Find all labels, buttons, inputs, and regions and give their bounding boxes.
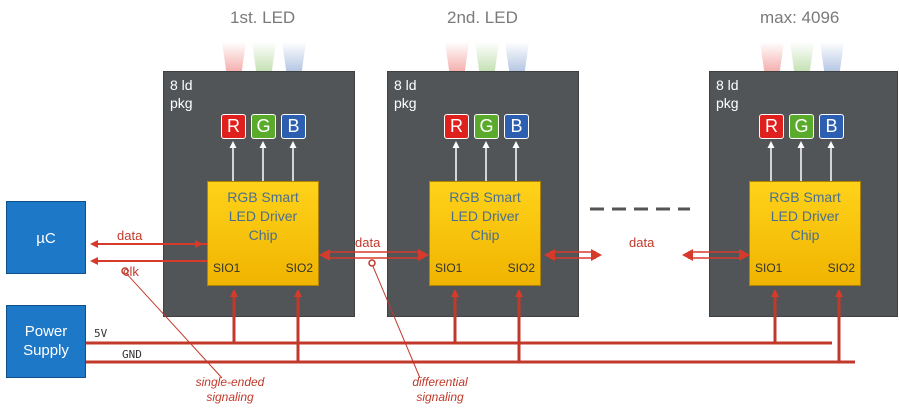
clk-label: clk <box>123 264 139 279</box>
blue-emitter: B <box>281 114 306 139</box>
bus-label-gnd: GND <box>122 348 142 361</box>
pin-sio1: SIO1 <box>213 261 241 275</box>
led-title-1: 1st. LED <box>230 8 296 27</box>
pin-sio2: SIO2 <box>285 261 313 275</box>
data-label-differential: data <box>355 235 381 250</box>
red-emitter: R <box>444 114 469 139</box>
red-emitter: R <box>759 114 784 139</box>
pin-sio2: SIO2 <box>507 261 535 275</box>
microcontroller-box: µC <box>6 201 86 274</box>
red-emitter: R <box>221 114 246 139</box>
led-title-3: max: 4096 <box>760 8 840 27</box>
green-emitter: G <box>474 114 499 139</box>
data-label-chain: data <box>629 235 655 250</box>
pin-sio1: SIO1 <box>755 261 783 275</box>
led-title-2: 2nd. LED <box>447 8 518 27</box>
green-emitter: G <box>789 114 814 139</box>
blue-emitter: B <box>819 114 844 139</box>
bus-label-5v: 5V <box>94 327 108 340</box>
green-emitter: G <box>251 114 276 139</box>
data-label: data <box>117 228 143 243</box>
blue-emitter: B <box>504 114 529 139</box>
pin-sio1: SIO1 <box>435 261 463 275</box>
pin-sio2: SIO2 <box>827 261 855 275</box>
